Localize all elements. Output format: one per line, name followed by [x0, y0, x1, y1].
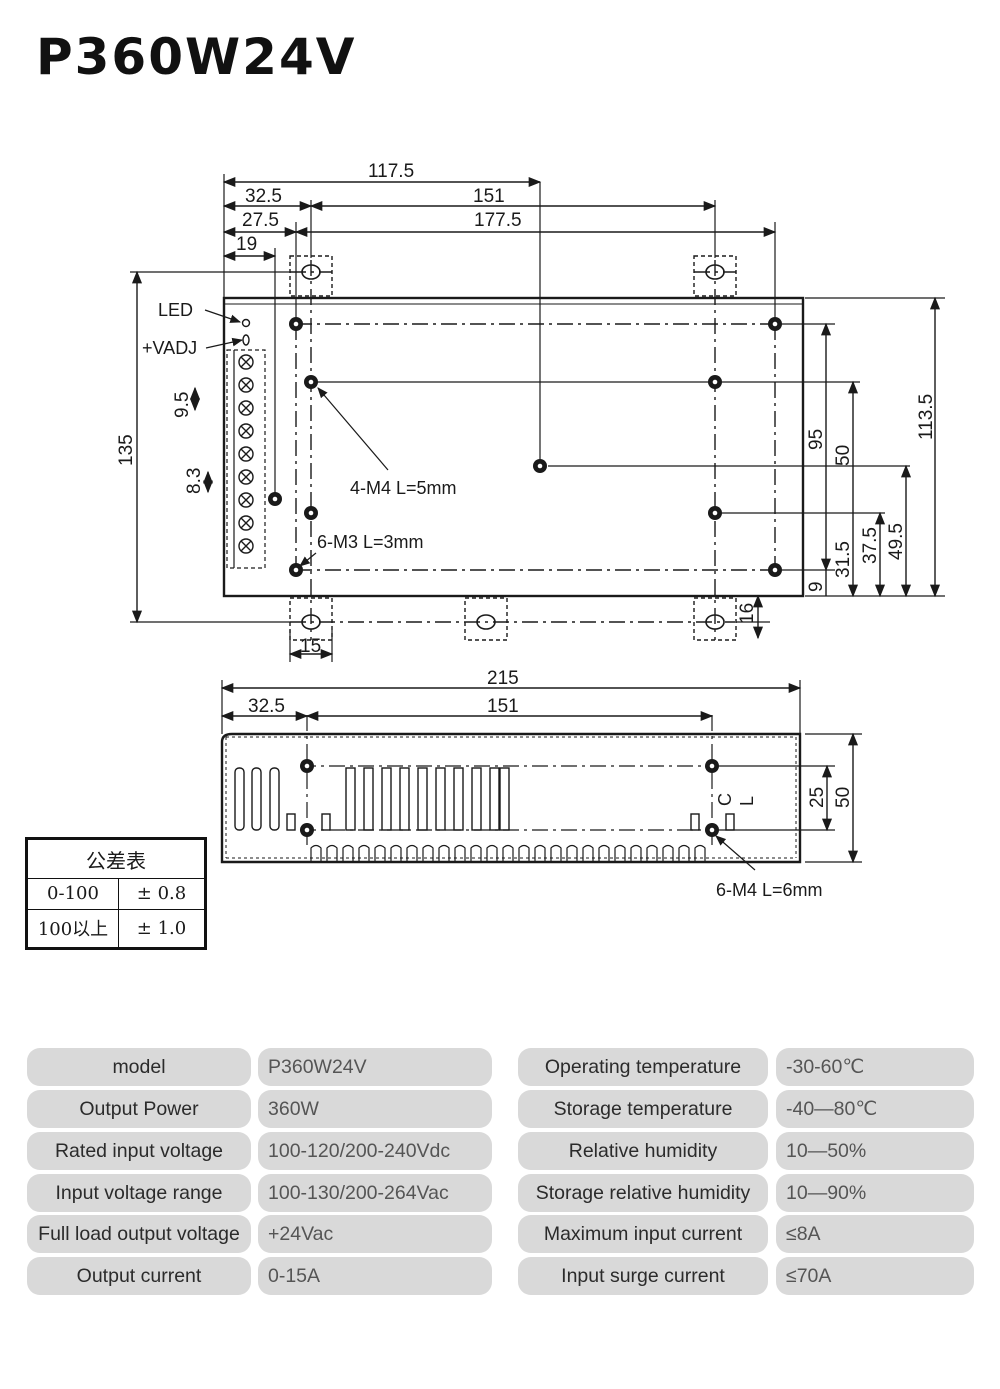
spec-value: +24Vac [258, 1215, 492, 1253]
spec-label: Full load output voltage [27, 1215, 251, 1253]
tolerance-table-header: 公差表 [26, 838, 206, 879]
spec-label: model [27, 1048, 251, 1086]
spec-label: Output current [27, 1257, 251, 1295]
dim-113-5: 113.5 [916, 394, 937, 440]
table-row: 0-100 ± 0.8 [26, 878, 206, 910]
dim-215: 215 [487, 668, 519, 689]
spec-label: Maximum input current [518, 1215, 768, 1253]
dim-37-5: 37.5 [860, 527, 881, 564]
spec-value: 10—50% [776, 1132, 974, 1170]
dim-8-3: 8.3 [184, 468, 205, 494]
table-row: 100以上 ± 1.0 [26, 908, 206, 950]
spec-value: -40—80℃ [776, 1090, 974, 1128]
spec-value: 10—90% [776, 1174, 974, 1212]
spec-label: Operating temperature [518, 1048, 768, 1086]
m3-3mm-label: 6-M3 L=3mm [317, 532, 424, 552]
spec-label: Output Power [27, 1090, 251, 1128]
top-view-labels: 117.5 32.5 151 27.5 177.5 19 LED +VADJ 9… [116, 161, 937, 657]
dim-16: 16 [737, 603, 758, 624]
tolerance-value: ± 1.0 [118, 908, 206, 950]
dim-151: 151 [473, 186, 505, 207]
spec-value: 100-120/200-240Vdc [258, 1132, 492, 1170]
tolerance-range: 100以上 [26, 908, 119, 950]
vadj-label: +VADJ [142, 338, 197, 358]
spec-label: Input voltage range [27, 1174, 251, 1212]
spec-label: Input surge current [518, 1257, 768, 1295]
dim-31-5: 31.5 [833, 541, 854, 578]
m4-5mm-label: 4-M4 L=5mm [350, 478, 457, 498]
dim-151-side: 151 [487, 696, 519, 717]
led-label: LED [158, 300, 193, 320]
spec-value: 100-130/200-264Vac [258, 1174, 492, 1212]
tolerance-table: 公差表 0-100 ± 0.8 100以上 ± 1.0 [25, 837, 207, 950]
dim-32-5-side: 32.5 [248, 696, 285, 717]
dim-177-5: 177.5 [474, 210, 522, 231]
spec-value: 360W [258, 1090, 492, 1128]
spec-label: Storage temperature [518, 1090, 768, 1128]
dim-15: 15 [300, 636, 321, 657]
c-label: C [715, 793, 735, 806]
dim-135: 135 [116, 434, 137, 466]
dim-9-5: 9.5 [172, 392, 193, 418]
dim-117-5: 117.5 [368, 161, 414, 182]
dim-19: 19 [236, 234, 257, 255]
page-title: P360W24V [36, 28, 357, 86]
dim-32-5: 32.5 [245, 186, 282, 207]
spec-label: Relative humidity [518, 1132, 768, 1170]
l-label: L [737, 796, 757, 806]
m4-6mm-label: 6-M4 L=6mm [716, 880, 823, 900]
spec-label: Rated input voltage [27, 1132, 251, 1170]
side-view-labels: 215 32.5 151 25 50 C L 6-M4 L=6mm [248, 668, 854, 900]
dim-50-side: 50 [833, 787, 854, 808]
spec-value: ≤8A [776, 1215, 974, 1253]
dim-27-5: 27.5 [242, 210, 279, 231]
dim-95: 95 [806, 429, 827, 450]
spec-value: -30-60℃ [776, 1048, 974, 1086]
spec-value: 0-15A [258, 1257, 492, 1295]
dim-9: 9 [806, 581, 827, 592]
tolerance-range: 0-100 [26, 878, 119, 910]
spec-label: Storage relative humidity [518, 1174, 768, 1212]
mechanical-drawing: 117.5 32.5 151 27.5 177.5 19 LED +VADJ 9… [116, 161, 945, 900]
dim-25: 25 [807, 787, 828, 808]
dim-49-5: 49.5 [886, 523, 907, 560]
spec-value: ≤70A [776, 1257, 974, 1295]
top-view [130, 174, 945, 662]
spec-value: P360W24V [258, 1048, 492, 1086]
side-view [220, 680, 862, 871]
tolerance-value: ± 0.8 [118, 878, 206, 910]
dim-50: 50 [833, 445, 854, 466]
